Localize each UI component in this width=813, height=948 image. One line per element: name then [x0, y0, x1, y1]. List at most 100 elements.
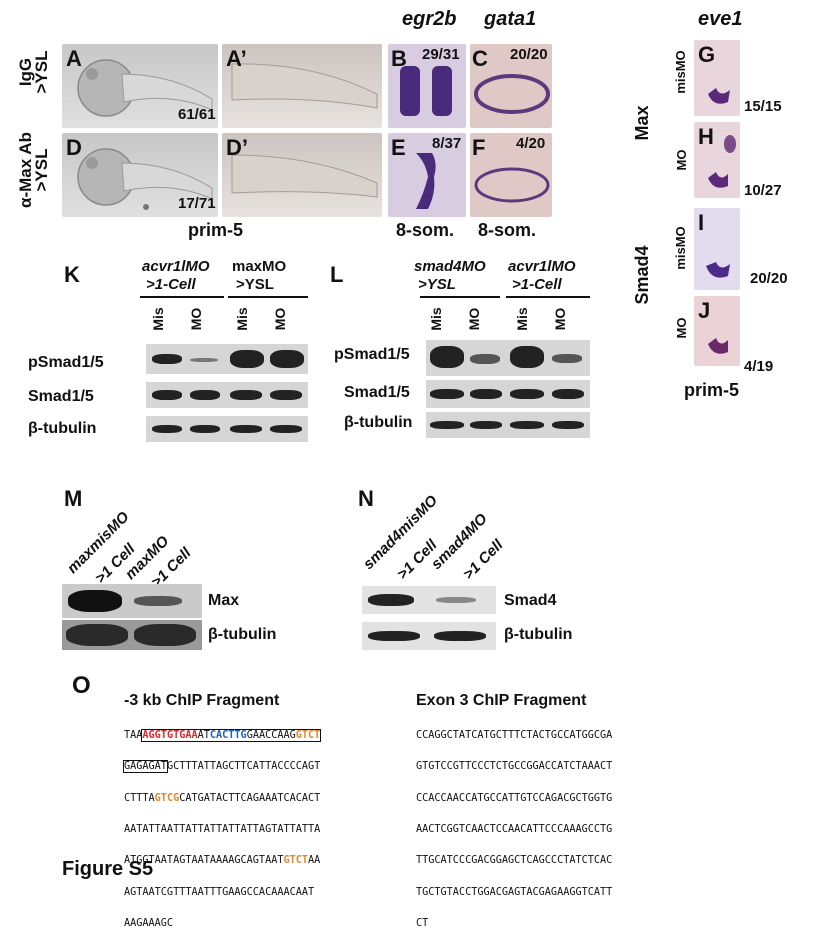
n-blot-smad4: [362, 586, 496, 614]
egr2b-stain-b: [400, 66, 452, 116]
k-lane-1: Mis: [150, 307, 166, 331]
ratio-b: 29/31: [422, 46, 460, 63]
panel-label-h: H: [698, 124, 714, 149]
embryo-lateral-d: [77, 148, 213, 210]
k-row-label-psmad: pSmad1/5: [28, 354, 104, 371]
l-lane-2: MO: [466, 307, 482, 331]
panel-label-a: A: [66, 46, 82, 71]
l-lane-1: Mis: [428, 307, 444, 331]
panel-label-c: C: [472, 46, 488, 71]
panel-label-l: L: [330, 262, 344, 287]
panel-label-b: B: [391, 46, 407, 71]
row-label-mo-j: MO: [674, 317, 689, 339]
seq-line-6: AGTAATCGTTTAATTTGAAGCCACAAACAAT: [124, 886, 315, 898]
k-blot-smad: [146, 382, 308, 408]
k-group2-line1: maxMO: [232, 258, 287, 275]
ratio-f: 4/20: [516, 135, 546, 152]
panel-d-prime-image: [222, 133, 382, 217]
k-lane-4: MO: [272, 307, 288, 331]
seq-line: TGCTGTACCTGGACGAGTACGAGAAGGTCATT: [416, 886, 613, 898]
l-row-label-tubulin: β-tubulin: [344, 414, 413, 431]
eve1-stain-j: [708, 338, 728, 354]
panel-g-image: [694, 40, 740, 116]
seq-line: CCACCAACCATGCCATTGTCCAGACGCTGGTG: [416, 792, 613, 804]
k-lane-2: MO: [188, 307, 204, 331]
panel-label-g: G: [698, 42, 716, 67]
row-label-smad4: Smad4: [632, 245, 652, 305]
m-blot-tubulin: [62, 620, 202, 650]
panel-label-f: F: [472, 135, 486, 160]
panel-e-image: [388, 133, 466, 217]
ratio-j: 4/19: [744, 358, 774, 375]
panel-b-image: [388, 44, 466, 128]
panel-c-image: [470, 44, 552, 128]
l-lane-3: Mis: [514, 307, 530, 331]
ratio-c: 20/20: [510, 46, 548, 63]
panel-j-image: [694, 296, 740, 366]
l-row-label-psmad: pSmad1/5: [334, 346, 410, 363]
seq-line: GTGTCCGTTCCCTCTGCCGGACCATCTAAACT: [416, 761, 613, 773]
l-blot-tubulin: [426, 412, 590, 438]
l-group2-line2: >1-Cell: [512, 276, 562, 293]
panel-i-image: [694, 208, 740, 290]
stage-label-prim5-left: prim-5: [188, 220, 244, 240]
seq-line: TTGCATCCCGACGGAGCTCAGCCCTATCTCAC: [416, 855, 613, 867]
k-group1-bar: [140, 296, 224, 298]
embryo-tail-a-prime: [231, 63, 378, 109]
n-blot-tubulin: [362, 622, 496, 650]
col-label-gata1: gata1: [484, 8, 537, 30]
l-group1-line2: >YSL: [418, 276, 456, 293]
ratio-d: 17/71: [178, 195, 216, 212]
eve1-stain-h: [708, 135, 736, 188]
l-blot-smad: [426, 380, 590, 408]
embryo-lateral-a: [77, 59, 213, 117]
eve1-stain-i: [706, 262, 730, 278]
k-group1-line1: acvr1lMO: [142, 258, 210, 275]
panel-d-image: [62, 133, 218, 217]
l-group2-bar: [506, 296, 590, 298]
k-group1-line2: >1-Cell: [146, 276, 196, 293]
panel-label-e: E: [391, 135, 406, 160]
panel-h-image: [694, 122, 740, 198]
panel-label-j: J: [698, 298, 711, 323]
m-blot-max: [62, 584, 202, 618]
row-label-mo-h: MO: [674, 149, 689, 171]
ratio-g: 15/15: [744, 98, 782, 115]
n-row-label-tubulin: β-tubulin: [504, 626, 573, 643]
seq-line: CCAGGCTATCATGCTTTCTACTGCCATGGCGA: [416, 729, 613, 741]
seq-line-1: TAAAGGTGTGAAATCACTTGGAACCAAGGTCT: [124, 728, 322, 742]
seq-line-4: AATATTAATTATTATTATTATTAGTATTATTA: [124, 823, 321, 835]
panel-label-n: N: [358, 486, 374, 511]
gata1-stain-f: [474, 167, 550, 203]
panel-label-i: I: [698, 210, 705, 235]
col-label-egr2b: egr2b: [402, 8, 457, 30]
l-group1-line1: smad4MO: [414, 258, 486, 275]
k-row-label-tubulin: β-tubulin: [28, 420, 97, 437]
k-group2-line2: >YSL: [236, 276, 274, 293]
embryo-tail-d-prime: [231, 154, 378, 198]
row-label-max: Max: [632, 105, 652, 141]
m-row-label-tubulin: β-tubulin: [208, 626, 277, 643]
l-group2-line1: acvr1lMO: [508, 258, 576, 275]
egr2b-stain-e: [416, 153, 436, 209]
k-blot-psmad: [146, 344, 308, 374]
panel-label-d: D: [66, 135, 82, 160]
row-label-ysl-2: >YSL: [32, 148, 51, 192]
l-row-label-smad: Smad1/5: [344, 384, 410, 401]
m-row-label-max: Max: [208, 592, 240, 609]
panel-label-a-prime: A’: [226, 46, 247, 71]
panel-a-image: [62, 44, 218, 128]
panel-a-prime-image: [222, 44, 382, 128]
stage-label-8som-c: 8-som.: [478, 220, 537, 240]
panel-label-d-prime: D’: [226, 135, 248, 160]
seq-line-7: AAGAAAGC: [124, 918, 174, 930]
row-label-mismo-g: misMO: [673, 50, 688, 94]
seq-line-5: ATGGTAATAGTAATAAAAGCAGTAATGTCTAA: [124, 855, 321, 867]
eve1-stain-g: [708, 88, 730, 104]
col-label-eve1: eve1: [698, 8, 743, 30]
ratio-e: 8/37: [432, 135, 462, 152]
seq-line-3: CTTTAGTCGCATGATACTTCAGAAATCACACT: [124, 792, 321, 804]
k-lane-3: Mis: [234, 307, 250, 331]
n-row-label-smad4: Smad4: [504, 592, 557, 609]
ratio-i: 20/20: [750, 270, 788, 287]
